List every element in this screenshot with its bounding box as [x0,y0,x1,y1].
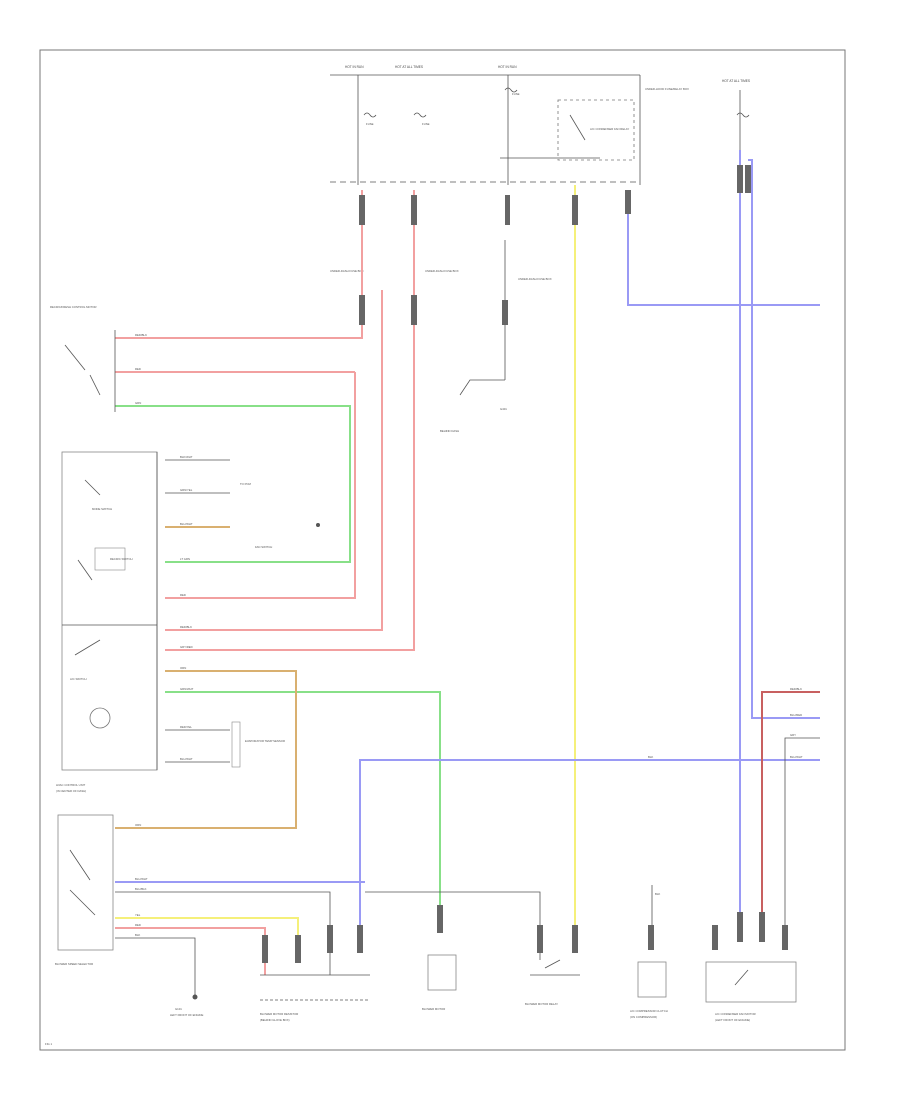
label-left-top: RECIRC/FRESH CONTROL MOTOR [50,305,96,309]
label-sensor: EVAPORATOR TEMP SENSOR [245,739,285,743]
label-fuse-3: FUSE [512,92,520,96]
label-ground-2: G101 [175,1007,182,1011]
wire-tag-20: BLK [135,933,140,937]
wire-tag-11: ORN [180,666,186,670]
top-right-feed: HOT AT ALL TIMES [722,79,750,150]
wire-tag-21: RED/BLK [790,687,802,691]
wire-tag-19: RED [135,923,141,927]
label-top-fuse-c: HOT IN RUN [498,65,517,69]
wire-tag-2: RED [135,367,141,371]
label-mode-switch: MODE SWITCH [92,507,112,511]
ac-condenser-fan-relay: A/C CONDENSER FAN RELAY UNDER-HOOD FUSE/… [500,87,689,161]
page-id: FIG 1 [45,1042,52,1046]
hvac-control-unit: MODE SWITCH RECIRC SWITCH A/C SWITCH HVA… [56,451,320,793]
label-ground-1: G401 [500,407,507,411]
blue-wire-right [748,159,820,719]
ac-condenser-fan-motor: A/C CONDENSER FAN MOTOR (LEFT FRONT OF E… [705,961,797,1022]
blower-motor-relay: BLOWER MOTOR RELAY [525,959,580,1006]
wire-tag-25: BLK [648,755,653,759]
label-mid-3: UNDER-DASH FUSE BOX [518,277,552,281]
label-cond-fan: A/C CONDENSER FAN MOTOR [715,1012,756,1016]
gray-wire-d [784,737,820,930]
wire-tag-22: BLU/RED [790,713,802,717]
wire-tag-4: BLK/WHT [180,455,193,459]
green-wire-b [165,691,441,930]
blue-wire-top [627,190,820,306]
wire-tag-10: GRY/RED [180,645,193,649]
label-blower-switch: BLOWER SPEED SELECTOR [55,962,93,966]
dark-red-wire [761,691,820,930]
gray-wire-c [115,937,196,995]
yellow-wire-b [115,917,299,950]
red-feed-wires [115,190,415,651]
label-blower-motor: BLOWER MOTOR [422,1007,445,1011]
wire-tag-1: RED/BLK [135,333,147,337]
label-ground-2b: LEFT FRONT OF ENGINE [170,1013,203,1017]
wire-tag-12: GRN/WHT [180,687,194,691]
blue-wire-mid [359,759,820,950]
label-relay-box: UNDER-HOOD FUSE/RELAY BOX [645,87,689,91]
label-blower-resistor: BLOWER MOTOR RESISTOR [260,1012,298,1016]
label-mid-2: UNDER-DASH FUSE BOX [425,269,459,273]
wire-tag-16: BLU/WHT [135,877,148,881]
label-relay: A/C CONDENSER FAN RELAY [590,127,629,131]
top-power-bus: HOT IN RUN HOT AT ALL TIMES HOT IN RUN F… [330,65,641,185]
orange-wire-b [115,670,297,829]
label-recirc-switch: RECIRC SWITCH [110,557,133,561]
label-fuse-1: FUSE [366,122,374,126]
label-blower-resistor-b: (BEHIND GLOVE BOX) [260,1018,290,1022]
label-cond-fan-b: (LEFT FRONT OF ENGINE) [715,1018,750,1022]
label-blower-relay: BLOWER MOTOR RELAY [525,1002,558,1006]
wire-tag-3: GRN [135,401,141,405]
wire-tag-23: GRY [790,733,796,737]
wire-tag-5: GRN/YEL [180,488,193,492]
wire-tag-14: BLU/WHT [180,757,193,761]
label-top-fuse-a: HOT IN RUN [345,65,364,69]
wire-tag-17: BLU/BLK [135,887,147,891]
wire-tag-6: BLU/WHT [180,522,193,526]
wire-tag-7: LT GRN [180,557,190,561]
label-fuse-2: FUSE [422,122,430,126]
connectors [262,165,788,963]
wire-tag-24: BLU/WHT [790,755,803,759]
ac-compressor-clutch: A/C COMPRESSOR CLUTCH (ON COMPRESSOR) [630,885,668,1019]
label-compressor: A/C COMPRESSOR CLUTCH [630,1009,668,1013]
wire-tag-13: RED/YEL [180,725,192,729]
label-hvac-unit-b: (IN CENTER OF DASH) [56,789,86,793]
wire-tag-15: ORN [135,823,141,827]
wire-tags: RED/BLK RED GRN BLK/WHT GRN/YEL BLU/WHT … [135,333,803,937]
label-mid-1: UNDER-DASH FUSE BOX [330,269,364,273]
wire-tag-18: YEL [135,913,141,917]
page-frame [39,49,846,1051]
blower-speed-selector: BLOWER SPEED SELECTOR G101 LEFT FRONT OF… [55,814,203,1017]
green-wire [115,405,351,563]
wire-tag-26: BLK [655,892,660,896]
label-blower-sw: FAN SWITCH [255,545,272,549]
label-pcm: TO PCM [240,482,251,486]
recirc-control-motor: RECIRC/FRESH CONTROL MOTOR [50,305,116,412]
wire-tag-8: RED [180,593,186,597]
label-hvac-unit: HVAC CONTROL UNIT [56,783,86,787]
label-top-fuse-d: HOT AT ALL TIMES [722,79,750,83]
label-top-fuse-b: HOT AT ALL TIMES [395,65,423,69]
label-ac-switch: A/C SWITCH [70,677,86,681]
label-ground-1b: BEHIND DASH [440,429,459,433]
blower-motor: BLOWER MOTOR [422,954,457,1011]
blower-motor-resistor: BLOWER MOTOR RESISTOR (BEHIND GLOVE BOX) [260,974,370,1022]
wire-tag-9: RED/BLK [180,625,192,629]
gray-wire-b [365,891,541,960]
label-compressor-b: (ON COMPRESSOR) [630,1015,657,1019]
